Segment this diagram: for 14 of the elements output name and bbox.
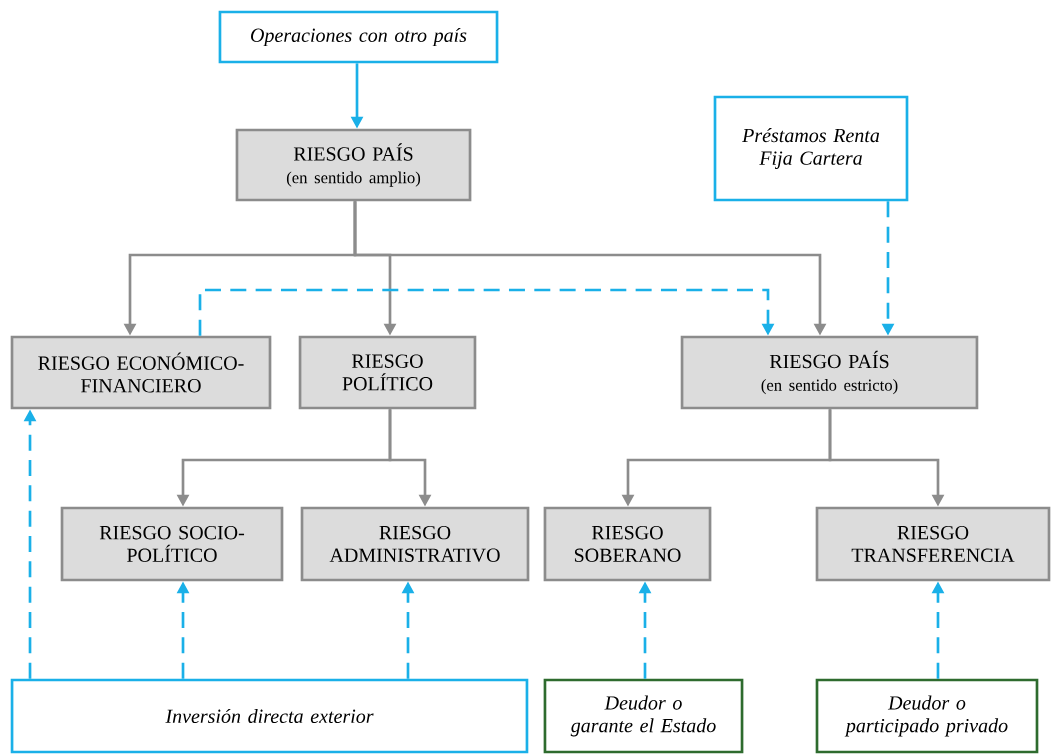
risk-box: RIESGO SOCIO-POLÍTICO — [60, 506, 284, 582]
arrow — [198, 288, 775, 336]
debtor-box: Deudor o participado privado — [815, 678, 1039, 754]
risk-box: RIESGO PAÍS (en sentido estricto) — [680, 335, 979, 410]
risk-box: RIESGO SOBERANO — [543, 506, 712, 582]
risk-box: RIESGO ADMINISTRATIVO — [300, 506, 530, 582]
risk-box: RIESGO POLÍTICO — [298, 335, 477, 410]
risk-box: RIESGO PAÍS (en sentido amplio) — [235, 128, 472, 202]
source-box: Préstamos Renta Fija Cartera — [713, 95, 909, 202]
risk-box: RIESGO ECONÓMICO-FINANCIERO — [10, 335, 272, 410]
source-box: Inversión directa exterior — [10, 678, 529, 754]
risk-box: RIESGO TRANSFERENCIA — [815, 506, 1051, 582]
source-box: Operaciones con otro país — [218, 10, 499, 64]
debtor-box: Deudor o garante el Estado — [543, 678, 744, 754]
